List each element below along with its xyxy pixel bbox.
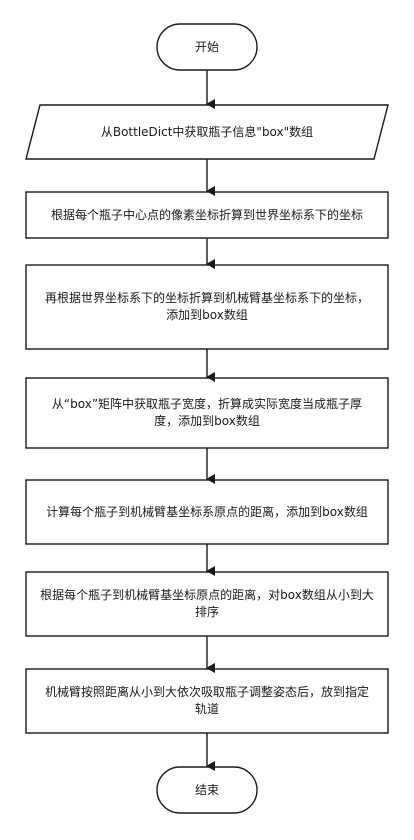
node-thickness-label: 从“box”矩阵中获取瓶子宽度，折算成实际宽度当成瓶子厚度，添加到box数组 [51,397,363,428]
node-convert-arm-label: 再根据世界坐标系下的坐标折算到机械臂基坐标系下的坐标，添加到box数组 [44,291,369,322]
node-convert-world-shape [25,191,389,239]
node-distance-label: 计算每个瓶子到机械臂基坐标系原点的距离，添加到box数组 [46,504,368,519]
node-convert-world-label: 根据每个瓶子中心点的像素坐标折算到世界坐标系下的坐标 [50,207,363,222]
node-get-box-shape [25,104,389,160]
node-pick-shape [25,668,389,734]
node-start-label: 开始 [194,39,219,54]
node-pick-label: 机械臂按照距离从小到大依次吸取瓶子调整姿态后，放到指定轨道 [44,685,369,716]
node-end-label: 结束 [194,782,219,797]
node-get-box-label: 从BottleDict中获取瓶子信息"box"数组 [100,124,314,139]
node-sort-shape [25,571,389,637]
node-sort-label: 根据每个瓶子到机械臂基坐标原点的距离，对box数组从小到大排序 [40,588,374,619]
node-thickness-shape [25,377,389,449]
